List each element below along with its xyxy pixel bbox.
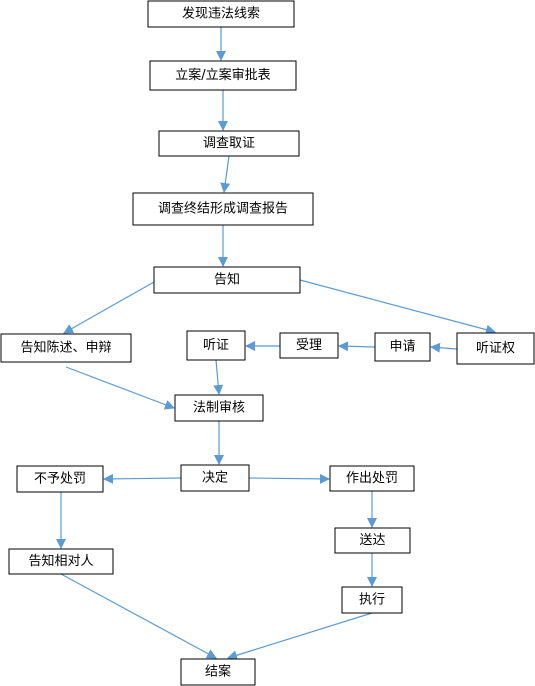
node-make-penalty: 作出处罚: [329, 465, 415, 492]
edge-n7-to-n11: [213, 359, 224, 395]
svg-text:听证权: 听证权: [476, 340, 515, 356]
node-execute: 执行: [341, 586, 403, 614]
svg-text:申请: 申请: [389, 340, 415, 355]
node-notify-party: 告知相对人: [8, 548, 114, 575]
svg-text:发现违法线索: 发现违法线索: [182, 6, 260, 22]
node-legal-review: 法制审核: [174, 394, 264, 422]
svg-text:告知陈述、申辩: 告知陈述、申辩: [20, 340, 111, 356]
svg-text:送达: 送达: [359, 533, 385, 548]
svg-text:立案/立案审批表: 立案/立案审批表: [175, 68, 270, 83]
svg-text:执行: 执行: [359, 593, 385, 608]
node-hearing: 听证: [186, 330, 246, 361]
svg-text:告知相对人: 告知相对人: [28, 553, 93, 569]
node-decision: 决定: [180, 464, 250, 492]
svg-text:法制审核: 法制审核: [193, 401, 245, 416]
svg-text:决定: 决定: [202, 471, 228, 486]
edge-n5-to-n6: [63, 281, 155, 334]
node-apply: 申请: [374, 332, 431, 362]
edge-n12-to-n14: [248, 473, 330, 484]
edge-n9-to-n8: [338, 341, 376, 352]
svg-text:受理: 受理: [296, 338, 322, 353]
node-case-filing: 立案/立案审批表: [149, 60, 297, 91]
node-deliver: 送达: [334, 527, 411, 554]
node-statement-defense: 告知陈述、申辩: [0, 333, 132, 363]
svg-text:不予处罚: 不予处罚: [34, 472, 86, 487]
svg-text:作出处罚: 作出处罚: [346, 471, 398, 486]
edge-n6-to-n11: [65, 366, 175, 410]
edge-n16-to-n18: [60, 573, 217, 659]
edge-n17-to-n18: [227, 612, 373, 661]
node-investigation-report: 调查终结形成调查报告: [132, 192, 314, 226]
node-discover-clue: 发现违法线索: [147, 0, 295, 28]
node-accept: 受理: [279, 332, 339, 359]
edge-n3-to-n4: [220, 155, 231, 193]
node-notify: 告知: [153, 266, 301, 294]
node-investigation: 调查取证: [158, 130, 300, 157]
node-no-penalty: 不予处罚: [16, 465, 104, 493]
svg-text:听证: 听证: [203, 338, 229, 353]
edge-n5-to-n10: [299, 279, 496, 335]
svg-text:调查取证: 调查取证: [203, 136, 255, 151]
svg-text:告知: 告知: [214, 272, 240, 288]
svg-text:结案: 结案: [205, 665, 231, 680]
flow-edges: [56, 27, 496, 661]
node-close-case: 结案: [180, 658, 256, 686]
edge-n10-to-n9: [430, 342, 458, 353]
node-hearing-right: 听证权: [456, 332, 535, 365]
edge-n12-to-n13: [103, 473, 182, 484]
svg-text:调查终结形成调查报告: 调查终结形成调查报告: [158, 201, 288, 217]
